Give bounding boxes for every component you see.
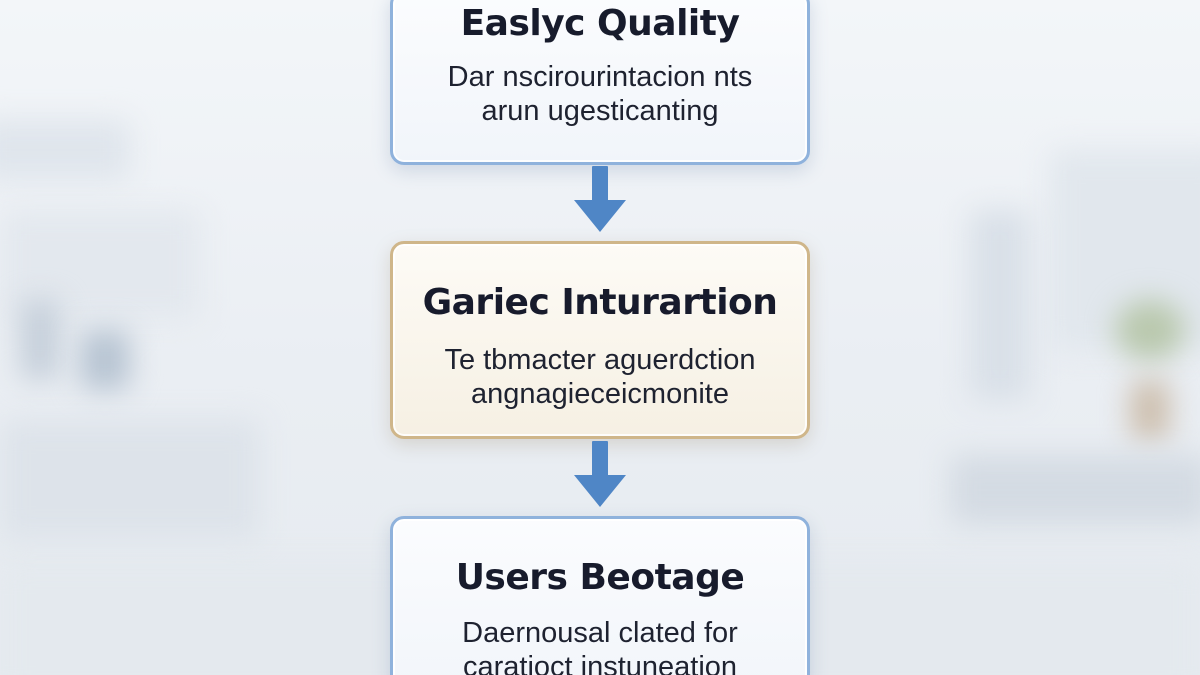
node-description-line: Dar nscirourintacion nts [447,61,753,93]
node-description: Te tbmacter aguerdction angnagieceicmoni… [393,343,807,411]
background-object [80,330,130,390]
node-description-line: arun ugesticanting [481,95,719,127]
node-description-line: caratioct instuneation [462,651,738,675]
down-arrow-icon [574,441,626,507]
node-title: Users Beotage [455,557,745,598]
background-object [20,300,60,380]
node-title: Easlyc Quality [460,3,740,44]
background-plant [1115,300,1185,360]
background-table [950,455,1200,525]
flow-node-2: Gariec Inturartion Te tbmacter aguerdcti… [390,241,810,439]
down-arrow-icon [574,166,626,232]
node-description-line: Te tbmacter aguerdction [444,344,756,376]
node-description: Daernousal clated for caratioct instunea… [393,616,807,675]
flow-node-3: Users Beotage Daernousal clated for cara… [390,516,810,675]
background-pot [1130,380,1170,440]
flow-node-1: Easlyc Quality Dar nscirourintacion nts … [390,0,810,165]
node-description-line: angnagieceicmonite [471,378,729,410]
background-counter [0,420,260,540]
background-column [970,210,1030,400]
background-shelf [0,120,130,180]
node-description-line: Daernousal clated for [462,617,738,649]
node-title: Gariec Inturartion [422,282,778,323]
node-description: Dar nscirourintacion nts arun ugesticant… [393,60,807,128]
